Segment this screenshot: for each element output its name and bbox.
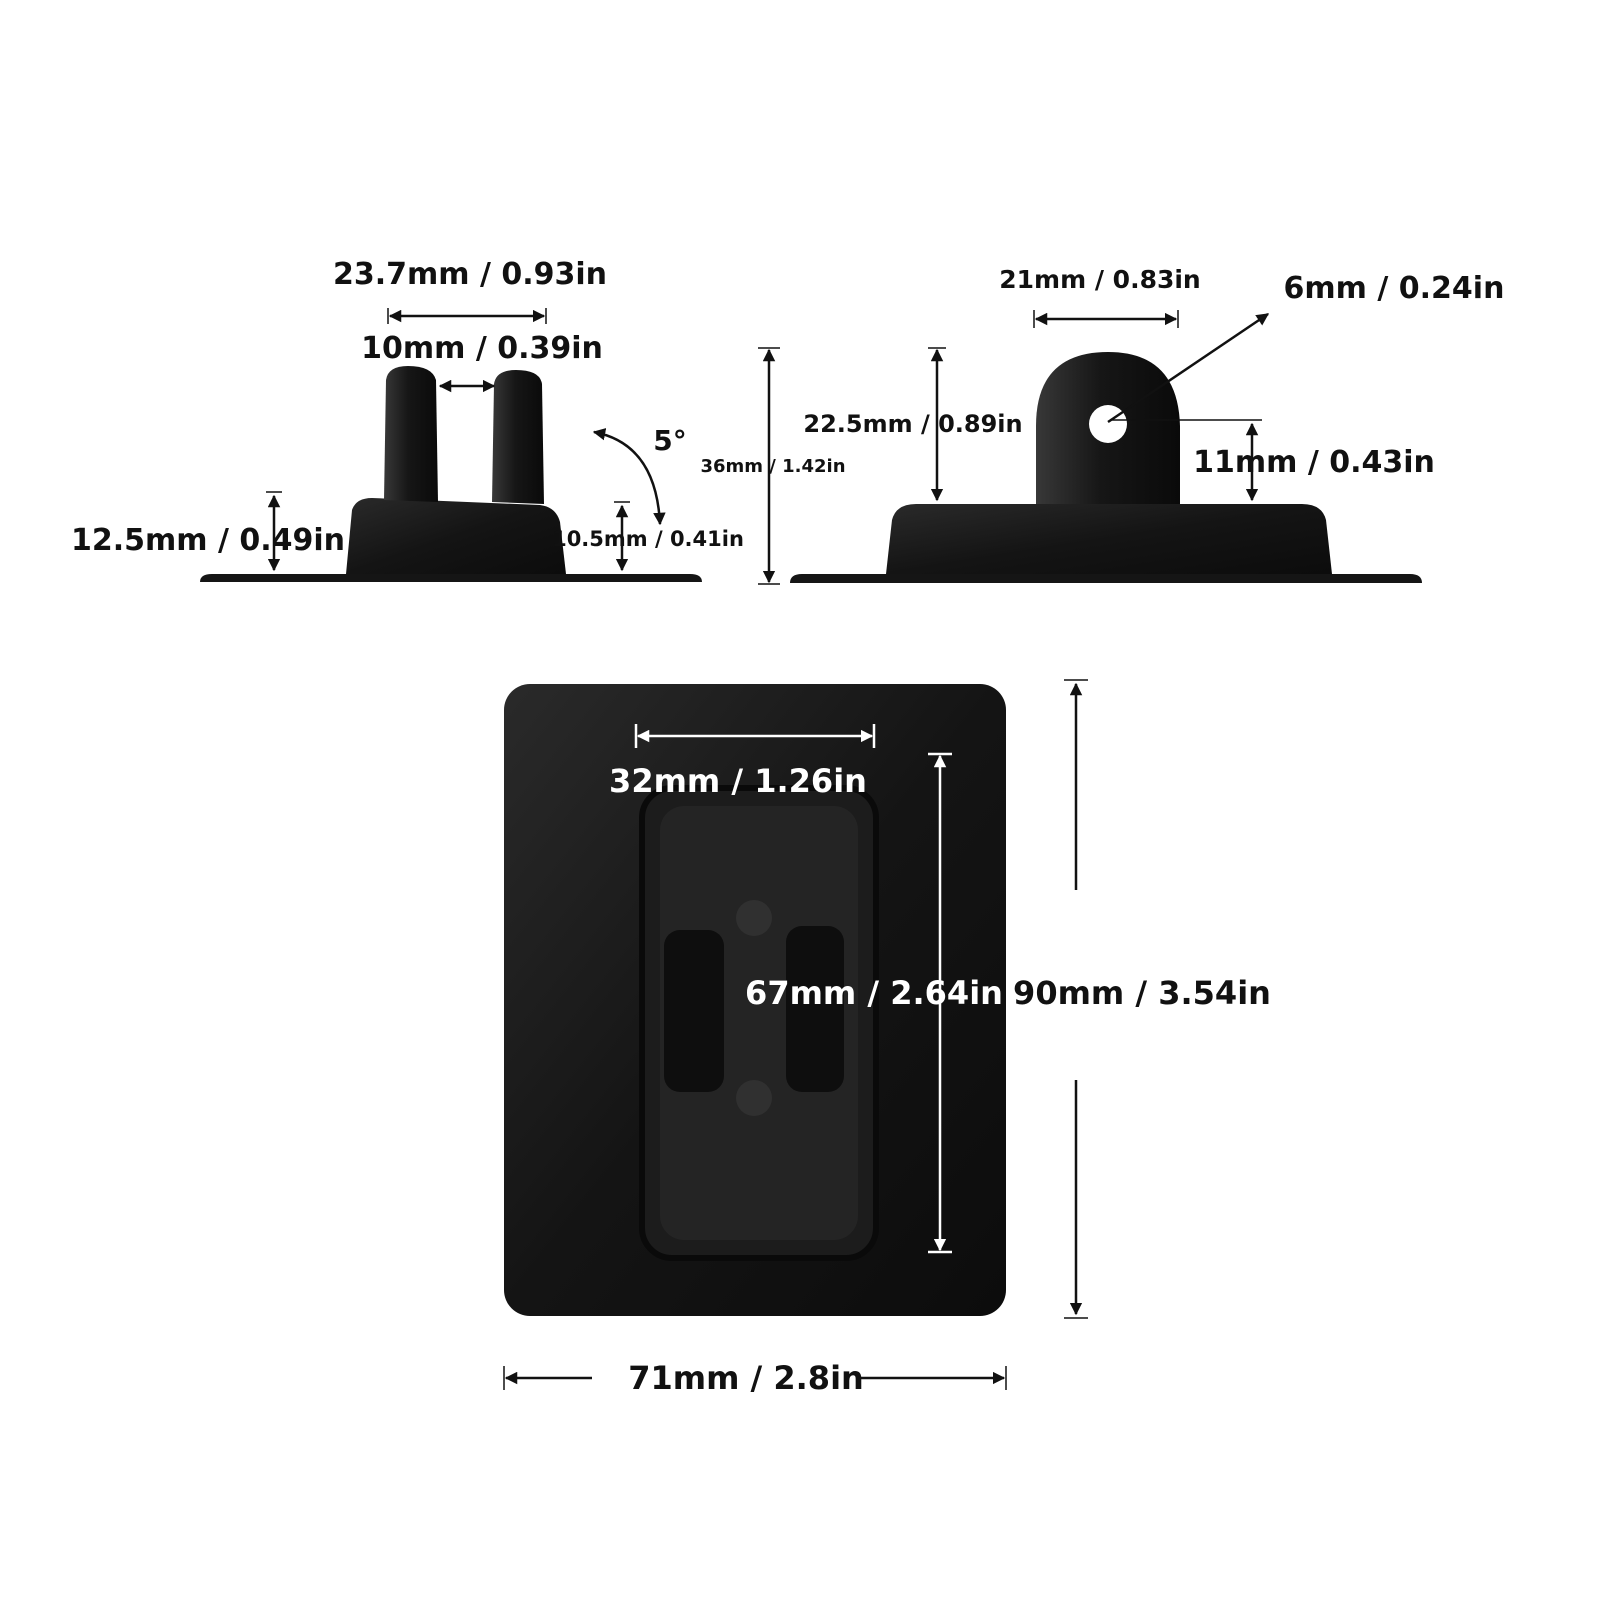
top-inner-width-label: 32mm / 1.26in bbox=[609, 762, 867, 800]
front-view: 36mm / 1.42in 22.5mm / 0.89in 21mm / 0.8… bbox=[700, 265, 1505, 585]
side-left-height-label: 12.5mm / 0.49in bbox=[71, 523, 345, 558]
side-right-height-label: 10.5mm / 0.41in bbox=[552, 527, 744, 551]
side-angle-arc bbox=[592, 428, 666, 526]
side-width-label: 23.7mm / 0.93in bbox=[333, 257, 607, 292]
front-hole-height-label: 11mm / 0.43in bbox=[1193, 445, 1435, 480]
side-angle-label: 5° bbox=[653, 424, 686, 457]
top-view: 32mm / 1.26in 67mm / 2.64in 90mm / 3.54i… bbox=[503, 679, 1271, 1397]
top-right-ear bbox=[786, 926, 844, 1092]
top-overall-length-label: 90mm / 3.54in bbox=[1013, 974, 1271, 1012]
top-screw-bottom bbox=[736, 1080, 772, 1116]
side-view: 23.7mm / 0.93in 10mm / 0.39in 5° 12.5mm … bbox=[71, 257, 744, 582]
top-inner-length-label: 67mm / 2.64in bbox=[745, 974, 1003, 1012]
front-ear-width-label: 21mm / 0.83in bbox=[999, 265, 1200, 294]
front-hole-leader-line bbox=[1107, 312, 1270, 424]
top-overall-width-label: 71mm / 2.8in bbox=[628, 1359, 864, 1397]
side-right-ear bbox=[492, 370, 544, 504]
front-housing bbox=[886, 504, 1332, 574]
front-ear-hole bbox=[1089, 405, 1127, 443]
front-hole-diameter-label: 6mm / 0.24in bbox=[1284, 271, 1505, 306]
top-inner-recess bbox=[660, 806, 858, 1240]
side-base-plate bbox=[200, 574, 702, 582]
front-ear-height-label: 22.5mm / 0.89in bbox=[803, 410, 1022, 438]
front-total-height-label: 36mm / 1.42in bbox=[700, 456, 845, 477]
front-base-plate bbox=[790, 574, 1422, 583]
top-screw-top bbox=[736, 900, 772, 936]
top-left-ear bbox=[664, 930, 724, 1092]
side-housing bbox=[346, 498, 566, 574]
side-left-ear bbox=[384, 366, 438, 502]
side-gap-label: 10mm / 0.39in bbox=[361, 331, 603, 366]
